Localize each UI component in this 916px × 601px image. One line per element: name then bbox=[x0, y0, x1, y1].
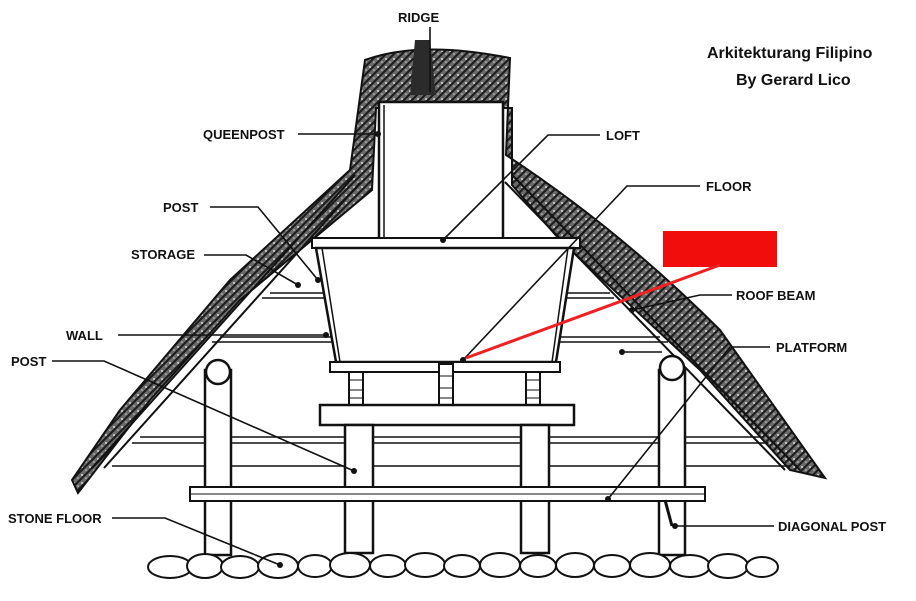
leader-lines bbox=[52, 27, 774, 566]
roof-underside bbox=[91, 174, 801, 471]
ridge-tuft bbox=[410, 40, 436, 95]
diagonal-post-strut bbox=[663, 499, 674, 527]
credit-line-1: Arkitekturang Filipino bbox=[707, 45, 873, 62]
label-storage: STORAGE bbox=[131, 247, 195, 262]
label-post-lower: POST bbox=[11, 354, 46, 369]
label-platform: PLATFORM bbox=[776, 340, 847, 355]
leader-dots bbox=[277, 131, 678, 568]
label-stone-floor: STONE FLOOR bbox=[8, 511, 102, 526]
label-ridge: RIDGE bbox=[398, 10, 440, 25]
stone-floor bbox=[147, 552, 779, 579]
credit-line-2: By Gerard Lico bbox=[736, 72, 851, 89]
beam-platform bbox=[318, 403, 576, 427]
redaction-box bbox=[663, 231, 777, 267]
loft-floor bbox=[311, 237, 581, 249]
red-pointer-line bbox=[465, 263, 721, 360]
label-floor: FLOOR bbox=[706, 179, 752, 194]
loft-box bbox=[377, 100, 505, 244]
label-diagonal-post: DIAGONAL POST bbox=[778, 519, 886, 534]
label-loft: LOFT bbox=[606, 128, 640, 143]
storage-body bbox=[314, 246, 576, 364]
label-post-upper: POST bbox=[163, 200, 198, 215]
label-queenpost: QUEENPOST bbox=[203, 127, 285, 142]
thatch-roof bbox=[70, 48, 828, 495]
label-roof-beam: ROOF BEAM bbox=[736, 288, 815, 303]
label-wall: WALL bbox=[66, 328, 103, 343]
